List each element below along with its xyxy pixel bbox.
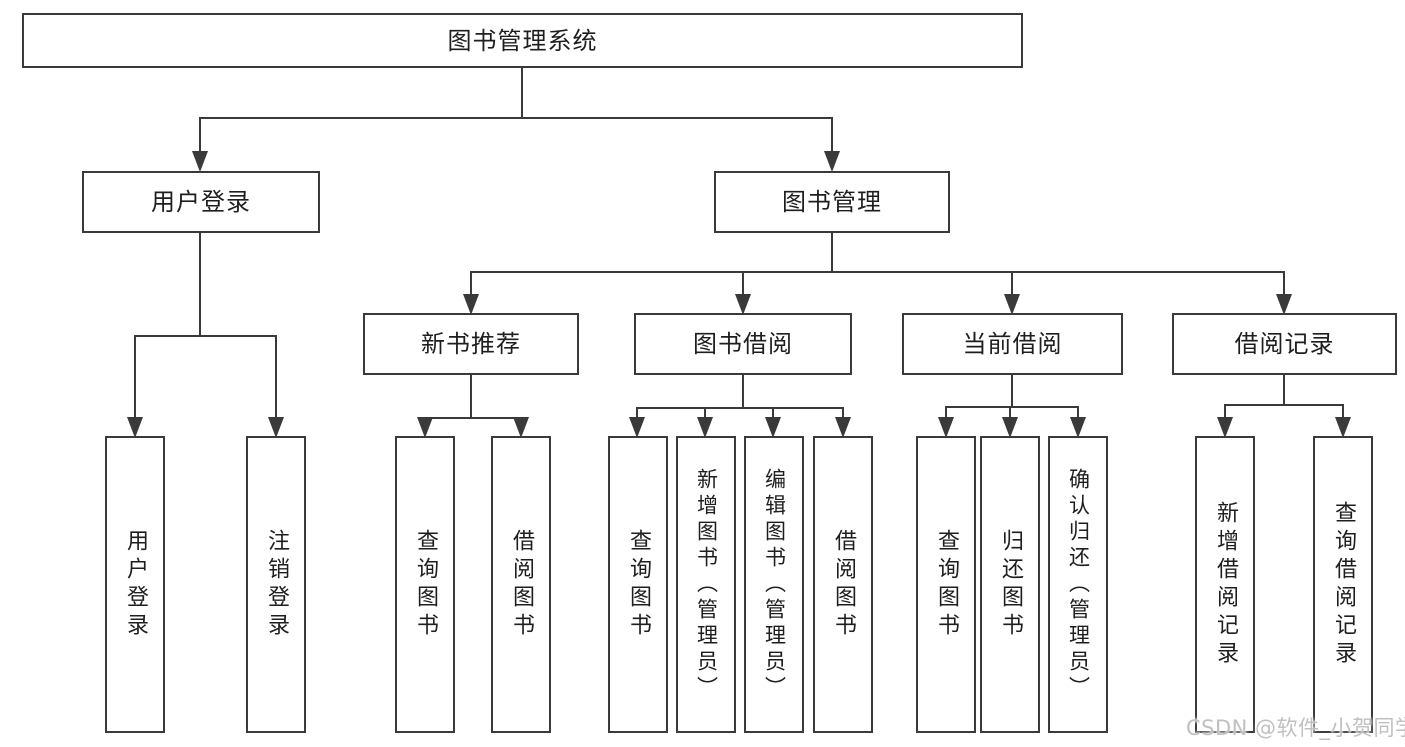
node-borrow-records: 借阅记录 [1172,313,1397,375]
leaf-query-borrow-record: 查询借阅记录 [1313,436,1373,733]
leaf-confirm-return-admin: 确认归还（管理员） [1048,436,1108,733]
leaf-return-book: 归还图书 [980,436,1040,733]
leaf-borrow-books-2: 借阅图书 [813,436,873,733]
node-new-book-recommend: 新书推荐 [363,313,579,375]
leaf-user-login: 用户登录 [105,436,165,733]
leaf-query-books-3: 查询图书 [916,436,976,733]
node-book-management: 图书管理 [714,171,950,233]
watermark: CSDN @软件_小贺同学 [1186,716,1405,740]
leaf-add-book-admin: 新增图书（管理员） [676,436,736,733]
node-root: 图书管理系统 [22,13,1023,68]
leaf-add-borrow-record: 新增借阅记录 [1195,436,1255,733]
node-current-borrow: 当前借阅 [902,313,1123,375]
leaf-query-books-1: 查询图书 [395,436,455,733]
node-user-login: 用户登录 [82,171,320,233]
leaf-borrow-books-1: 借阅图书 [491,436,551,733]
leaf-edit-book-admin: 编辑图书（管理员） [744,436,804,733]
leaf-query-books-2: 查询图书 [608,436,668,733]
leaf-logout: 注销登录 [246,436,306,733]
node-book-borrow: 图书借阅 [634,313,852,375]
